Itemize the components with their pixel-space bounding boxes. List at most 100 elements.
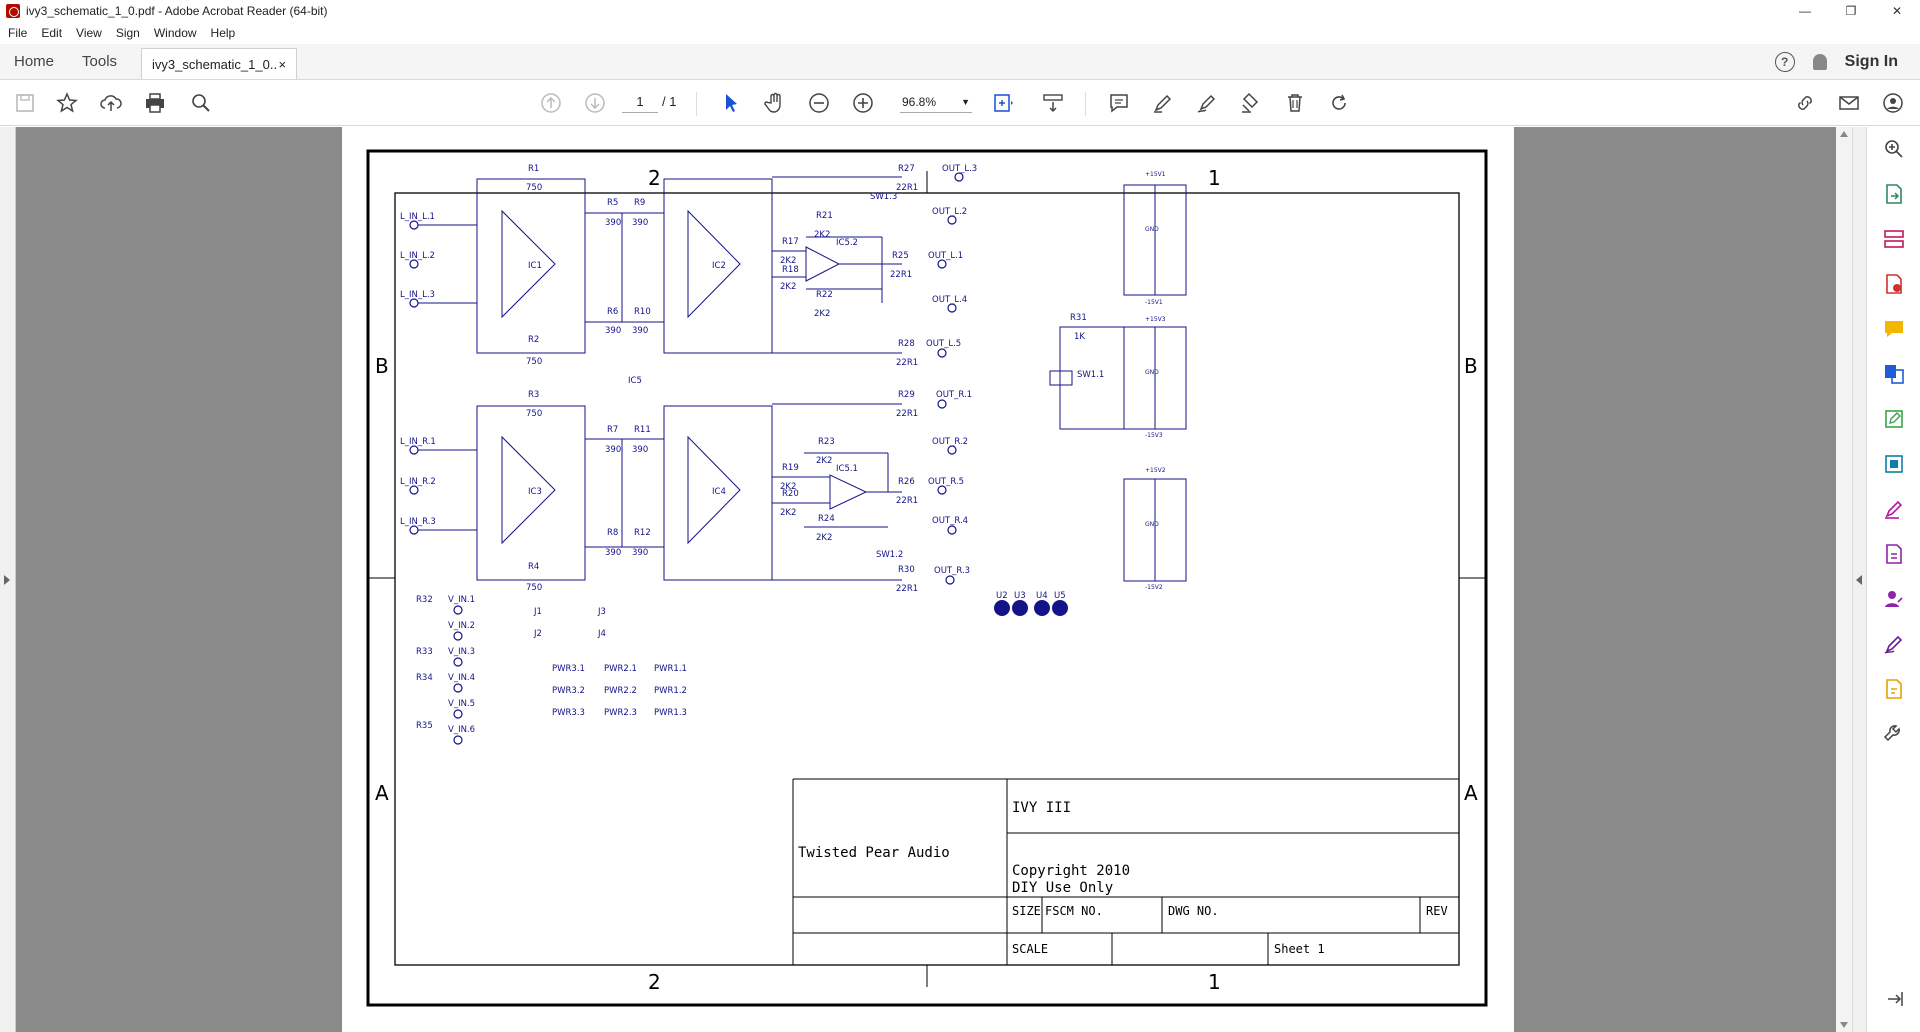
comment-tool-icon[interactable] [1882, 317, 1906, 341]
scroll-mode-icon[interactable] [1040, 90, 1066, 116]
r5-ref: R5 [607, 198, 618, 208]
tab-bar: Home Tools ivy3_schematic_1_0... × ? Sig… [0, 44, 1920, 80]
menu-sign[interactable]: Sign [115, 26, 140, 40]
mail-icon[interactable] [1836, 90, 1862, 116]
sign-in-button[interactable]: Sign In [1844, 52, 1898, 70]
menu-file[interactable]: File [8, 26, 28, 40]
v-in4-label: V_IN.4 [448, 673, 475, 683]
protect-icon[interactable] [1882, 542, 1906, 566]
r20-val: 2K2 [780, 508, 796, 518]
print-icon[interactable] [142, 90, 168, 116]
out-l1-label: OUT_L.1 [928, 251, 963, 261]
help-icon[interactable]: ? [1774, 51, 1795, 72]
combine-icon[interactable] [1882, 362, 1906, 386]
create-pdf-icon[interactable] [1882, 272, 1906, 296]
vertical-scrollbar[interactable] [1836, 127, 1852, 1032]
sw1-3-label: SW1.3 [870, 192, 897, 202]
r25-ref: R25 [892, 251, 909, 261]
n15v2-label: -15V2 [1145, 584, 1163, 591]
menu-help[interactable]: Help [210, 26, 236, 40]
size-label: SIZE [1012, 904, 1041, 918]
r17-ref: R17 [782, 237, 799, 247]
rotate-icon[interactable] [1326, 90, 1352, 116]
edit-pdf-icon[interactable] [1882, 407, 1906, 431]
zone-a-right: A [1464, 781, 1478, 805]
sign-pen-icon[interactable] [1194, 90, 1220, 116]
p15v1-label: +15V1 [1145, 171, 1166, 178]
r2-val: 750 [526, 357, 542, 367]
prepare-form-icon[interactable] [1882, 677, 1906, 701]
delete-icon[interactable] [1282, 90, 1308, 116]
ic1-label: IC1 [528, 261, 542, 271]
hand-icon[interactable] [762, 90, 788, 116]
zoom-level-select[interactable]: 96.8%▼ [900, 91, 972, 113]
request-signature-icon[interactable] [1882, 587, 1906, 611]
u5-label: U5 [1054, 591, 1066, 601]
notification-bell-icon[interactable] [1812, 53, 1827, 70]
save-icon[interactable] [12, 90, 38, 116]
menu-window[interactable]: Window [153, 26, 197, 40]
upload-icon[interactable] [98, 90, 124, 116]
r3-val: 750 [526, 409, 542, 419]
collapse-pane-icon[interactable] [1882, 987, 1906, 1011]
fit-page-icon[interactable] [990, 90, 1016, 116]
r5-val: 390 [605, 218, 621, 228]
left-panel-toggle[interactable] [0, 127, 16, 1032]
highlight-pen-icon[interactable] [1150, 90, 1176, 116]
r21-ref: R21 [816, 211, 833, 221]
pwr2-1-label: PWR2.1 [604, 664, 637, 674]
r22-val: 2K2 [814, 309, 830, 319]
tab-document[interactable]: ivy3_schematic_1_0... × [141, 48, 298, 79]
terminals [409, 172, 964, 745]
right-panel-toggle[interactable] [1852, 127, 1866, 1032]
star-icon[interactable] [54, 90, 80, 116]
page-number-input[interactable]: 1 [622, 91, 658, 113]
share-link-icon[interactable] [1792, 90, 1818, 116]
r21-val: 2K2 [814, 230, 830, 240]
zoom-in-icon[interactable] [850, 90, 876, 116]
next-page-icon[interactable] [582, 90, 608, 116]
tab-home[interactable]: Home [14, 53, 55, 70]
close-window-button[interactable]: ✕ [1891, 4, 1903, 18]
zoom-icon[interactable] [1882, 137, 1906, 161]
close-tab-icon[interactable]: × [278, 56, 287, 72]
ic4-label: IC4 [712, 487, 726, 497]
r27-val: 22R1 [896, 183, 918, 193]
prev-page-icon[interactable] [538, 90, 564, 116]
v-in6-label: V_IN.6 [448, 725, 475, 735]
maximize-button[interactable]: ❐ [1845, 4, 1857, 18]
select-arrow-icon[interactable] [718, 90, 744, 116]
r10-val: 390 [632, 326, 648, 336]
minimize-button[interactable]: — [1799, 4, 1811, 18]
r1-ref: R1 [528, 164, 539, 174]
v-in5-label: V_IN.5 [448, 699, 475, 709]
search-icon[interactable] [188, 90, 214, 116]
organize-icon[interactable] [1882, 227, 1906, 251]
stamp-icon[interactable] [1238, 90, 1264, 116]
zoom-out-icon[interactable] [806, 90, 832, 116]
scroll-up-icon[interactable] [1840, 131, 1848, 137]
r8-val: 390 [605, 548, 621, 558]
r6-val: 390 [605, 326, 621, 336]
r9-val: 390 [632, 218, 648, 228]
v-in1-label: V_IN.1 [448, 595, 475, 605]
r1-val: 750 [526, 183, 542, 193]
fill-sign-icon[interactable] [1882, 497, 1906, 521]
rev-label: REV [1426, 904, 1448, 918]
tab-tools[interactable]: Tools [82, 53, 118, 70]
scan-ocr-icon[interactable] [1882, 632, 1906, 656]
copyright-line-2: DIY Use Only [1012, 880, 1113, 896]
account-icon[interactable] [1880, 90, 1906, 116]
scroll-down-icon[interactable] [1840, 1022, 1848, 1028]
r6-ref: R6 [607, 307, 618, 317]
compress-icon[interactable] [1882, 452, 1906, 476]
comment-icon[interactable] [1106, 90, 1132, 116]
more-tools-icon[interactable] [1882, 722, 1906, 746]
export-pdf-icon[interactable] [1882, 182, 1906, 206]
gnd-label-1: GND [1145, 226, 1159, 233]
menu-edit[interactable]: Edit [41, 26, 63, 40]
v-in2-label: V_IN.2 [448, 621, 475, 631]
r11-ref: R11 [634, 425, 651, 435]
collapse-right-icon [1856, 575, 1862, 585]
menu-view[interactable]: View [76, 26, 102, 40]
